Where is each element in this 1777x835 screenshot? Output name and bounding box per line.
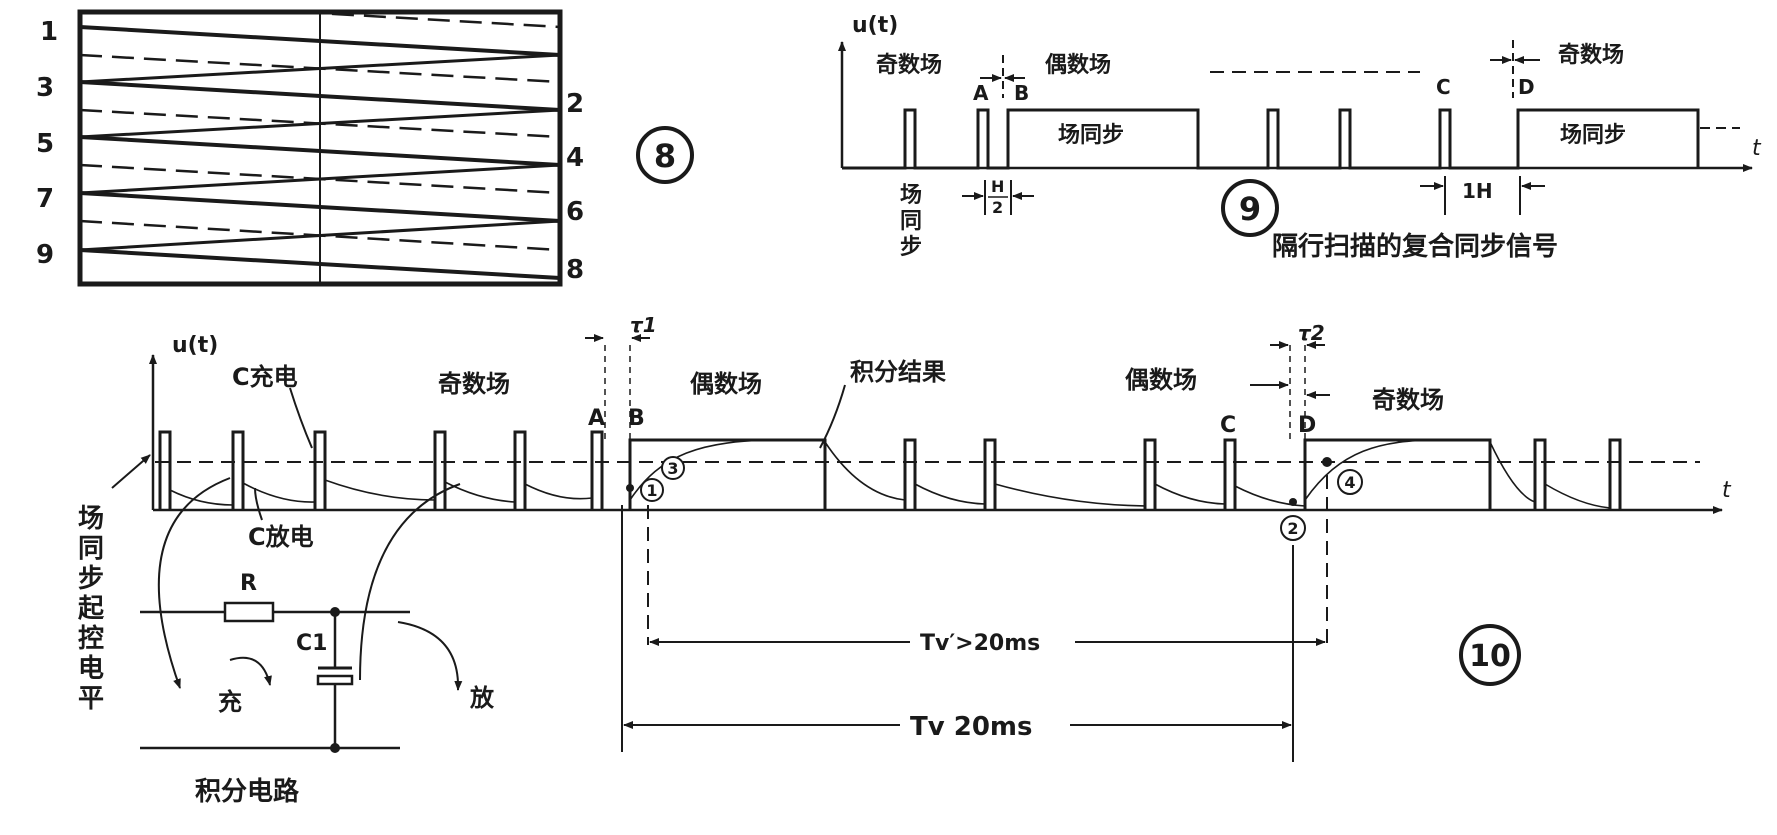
fig9-marker-b: B [1014, 81, 1029, 105]
fig10-trigger-level-pointer [111, 454, 151, 489]
fig10-trigger-level-char-5: 控 [78, 624, 104, 654]
circuit-resistor [223, 601, 275, 623]
fig9-marker-a: A [973, 81, 989, 105]
fig9-figure-number: 9 [1239, 190, 1261, 228]
fig8-line-number-8: 8 [566, 255, 584, 285]
circuit-bottom-node [330, 743, 340, 753]
fig9-vsync-vertical-1: 场 [900, 183, 922, 208]
fig10-point-2: 2 [1287, 519, 1298, 538]
circuit-capacitor-plate-bottom [316, 674, 354, 686]
fig10-marker-d: D [1298, 413, 1316, 438]
fig10-odd-field-right-label: 奇数场 [1372, 386, 1444, 414]
fig10-trigger-level-char-3: 步 [78, 563, 104, 594]
fig9-number-circle [1221, 179, 1279, 237]
circuit-discharge-arrow [397, 621, 463, 691]
fig10-point-1-circle [640, 478, 664, 502]
fig9-vsync-vertical-2: 同 [900, 209, 922, 234]
fig10-point-2-circle [1280, 515, 1306, 541]
fig10-integration-curve [169, 439, 1611, 509]
fig10-tv-prime-label: Tv′>20ms [920, 631, 1040, 656]
fig9-y-axis-label: u(t) [852, 13, 898, 38]
fig10-trigger-level-char-4: 起 [78, 594, 105, 624]
fig10-crossing-dot-1 [626, 484, 634, 492]
fig10-even-field-left-label: 偶数场 [690, 370, 762, 398]
fig9-marker-c: C [1436, 75, 1451, 99]
fig10-point-4: 4 [1344, 473, 1355, 492]
fig9-t-axis-label: t [1752, 136, 1762, 161]
fig10-y-axis-label: u(t) [172, 333, 218, 358]
fig10-odd-field-left-label: 奇数场 [438, 370, 510, 398]
fig10-trigger-level-char-6: 电 [78, 654, 104, 684]
fig10-trigger-level-char-2: 同 [78, 534, 104, 564]
fig9-odd-field-right-label: 奇数场 [1558, 42, 1624, 68]
fig8-even-field-scan-lines [79, 10, 561, 252]
fig8-interlaced-raster: 1 3 5 7 9 2 4 6 8 8 [36, 9, 694, 287]
circuit-discharge-label: 放 [469, 684, 495, 712]
fig9-vsync-block-1-label: 场同步 [1058, 122, 1124, 148]
fig10-marker-c: C [1220, 413, 1236, 438]
fig10-tau1-label: τ1 [630, 313, 657, 337]
fig10-number-circle [1459, 624, 1521, 686]
fig10-crossing-dot-2 [1289, 498, 1297, 506]
circuit-top-node [330, 607, 340, 617]
fig10-point-4-circle [1337, 469, 1363, 495]
fig10-integrator-circuit: R C1 充 放 积分电路 [140, 477, 495, 807]
circuit-charge-label: 充 [218, 688, 242, 716]
circuit-trigger-swoosh [157, 477, 231, 689]
fig10-tau2-label: τ2 [1298, 321, 1325, 345]
fig8-figure-number: 8 [654, 137, 676, 175]
fig8-line-number-7: 7 [36, 184, 54, 214]
fig9-half-line-denominator: 2 [992, 198, 1003, 217]
fig9-half-line-numerator: H [991, 177, 1004, 196]
fig10-sync-pulses [158, 430, 1622, 510]
circuit-capacitor-swoosh [359, 483, 461, 681]
fig10-tv-label: Tv 20ms [910, 712, 1032, 742]
fig8-line-number-5: 5 [36, 129, 54, 159]
fig10-trigger-level-char-7: 平 [78, 684, 104, 714]
fig10-point-1: 1 [646, 481, 657, 500]
fig9-caption: 隔行扫描的复合同步信号 [1272, 231, 1558, 262]
fig10-point-3-circle [661, 456, 685, 480]
fig8-line-number-3: 3 [36, 73, 54, 103]
fig8-line-number-9: 9 [36, 240, 54, 270]
circuit-title: 积分电路 [195, 776, 300, 807]
fig10-crossing-dot-4 [1322, 457, 1332, 467]
fig10-vertical-sync-integration: u(t) t [78, 313, 1732, 807]
fig10-c-discharge-pointer [254, 487, 263, 521]
fig9-composite-sync-signal: u(t) t 奇数场 偶数场 奇数场 场同步 [838, 13, 1762, 262]
fig9-sync-waveform [842, 108, 1700, 170]
fig10-even-field-right-label: 偶数场 [1125, 366, 1197, 394]
fig10-figure-number: 10 [1469, 639, 1511, 674]
fig10-point-3: 3 [667, 459, 678, 478]
fig10-marker-a: A [588, 406, 605, 431]
fig9-even-field-label: 偶数场 [1045, 52, 1111, 78]
fig10-marker-b: B [628, 406, 645, 431]
fig8-line-number-4: 4 [566, 143, 584, 173]
fig9-vsync-block-2-label: 场同步 [1560, 122, 1626, 148]
fig10-c-discharge-label: C放电 [248, 523, 314, 551]
circuit-resistor-label: R [240, 571, 257, 596]
fig8-number-circle [636, 126, 694, 184]
fig9-marker-d: D [1518, 75, 1535, 99]
fig9-one-line-label: 1H [1462, 179, 1493, 203]
fig9-vsync-vertical-3: 步 [900, 234, 922, 260]
fig8-odd-field-scan-lines [79, 25, 561, 280]
fig9-odd-field-left-label: 奇数场 [876, 52, 942, 78]
fig10-integration-result-label: 积分结果 [850, 358, 946, 386]
circuit-capacitor-label: C1 [296, 631, 327, 656]
fig8-line-number-6: 6 [566, 197, 584, 227]
fig10-c-charge-label: C充电 [232, 363, 298, 391]
circuit-charge-arrow [229, 656, 272, 686]
fig8-line-number-1: 1 [40, 17, 58, 47]
fig8-line-number-2: 2 [566, 89, 584, 119]
fig10-t-axis-label: t [1722, 478, 1732, 503]
fig10-integration-result-pointer [819, 384, 846, 449]
fig10-trigger-level-char-1: 场 [78, 504, 104, 534]
fig10-c-charge-pointer [289, 387, 313, 449]
